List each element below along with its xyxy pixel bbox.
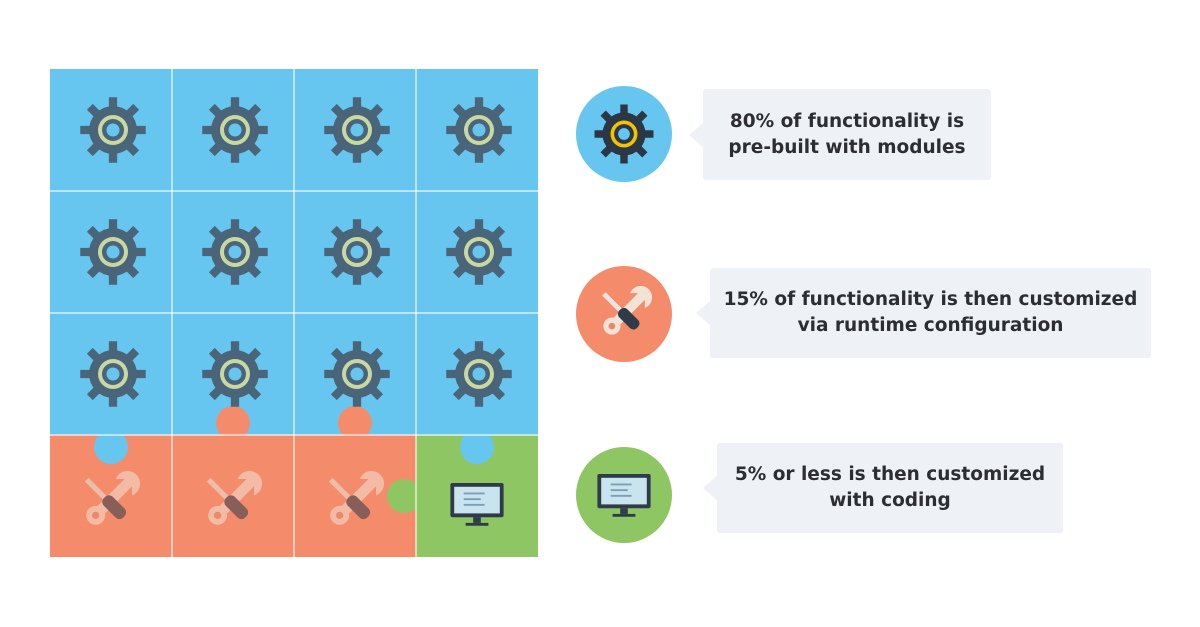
monitor-icon [450,483,504,526]
tools-icon [328,470,385,525]
puzzle-knob [94,430,128,464]
puzzle-knob [460,430,494,464]
puzzle-knob [289,479,323,513]
puzzle-knob [289,235,323,269]
puzzle-knob [216,406,250,440]
puzzle-knob [338,162,372,196]
legend-circle-modules [576,86,672,182]
puzzle-knob [387,479,421,513]
puzzle-knob [94,308,128,342]
legend-line: pre-built with modules [728,136,966,158]
legend-line: 5% or less is then customized [734,464,1046,485]
gear-icon [80,341,146,407]
tools-icon [84,470,141,525]
legend-line: via runtime configuration [797,315,1064,336]
monitor-icon [597,474,651,517]
puzzle-knob [167,235,201,269]
puzzle-grid [50,69,538,557]
legend-circle-configuration [576,266,672,362]
puzzle-knob [216,186,250,220]
puzzle-knob [411,235,445,269]
puzzle-knob [460,162,494,196]
gear-icon [80,219,146,285]
legend-line: 80% of functionality is [729,110,965,132]
monitor-icon [597,474,651,517]
gear-icon [202,97,268,163]
puzzle-knob [167,479,201,513]
gear-icon [324,97,390,163]
gear-icon [202,341,268,407]
puzzle-knob [289,113,323,147]
gear-icon [202,219,268,285]
puzzle-knob [460,186,494,220]
gear-icon [446,97,512,163]
puzzle-knob [167,357,201,391]
puzzle-knob [387,357,421,391]
puzzle-knob [216,162,250,196]
tools-icon [602,285,653,335]
gear-icon [324,341,390,407]
gear-icon [446,341,512,407]
puzzle-knob [167,113,201,147]
legend-text-configuration: 15% of functionality is then customized … [696,268,1151,358]
puzzle-knob [338,186,372,220]
puzzle-knob [338,406,372,440]
legend-line: 15% of functionality is then customized [723,289,1138,310]
gear-icon [80,97,146,163]
legend-text-modules: 80% of functionality is pre-built with m… [689,89,991,180]
legend-text-coding: 5% or less is then customized with codin… [703,443,1063,533]
legend-circle-coding [576,447,672,543]
tools-icon [602,285,653,335]
tools-icon [206,470,263,525]
legend-line: with coding [829,490,951,511]
puzzle-knob [289,357,323,391]
puzzle-knob [94,186,128,220]
gear-icon [446,219,512,285]
gear-icon [594,104,654,164]
gear-icon [324,219,390,285]
puzzle-knob [265,113,299,147]
